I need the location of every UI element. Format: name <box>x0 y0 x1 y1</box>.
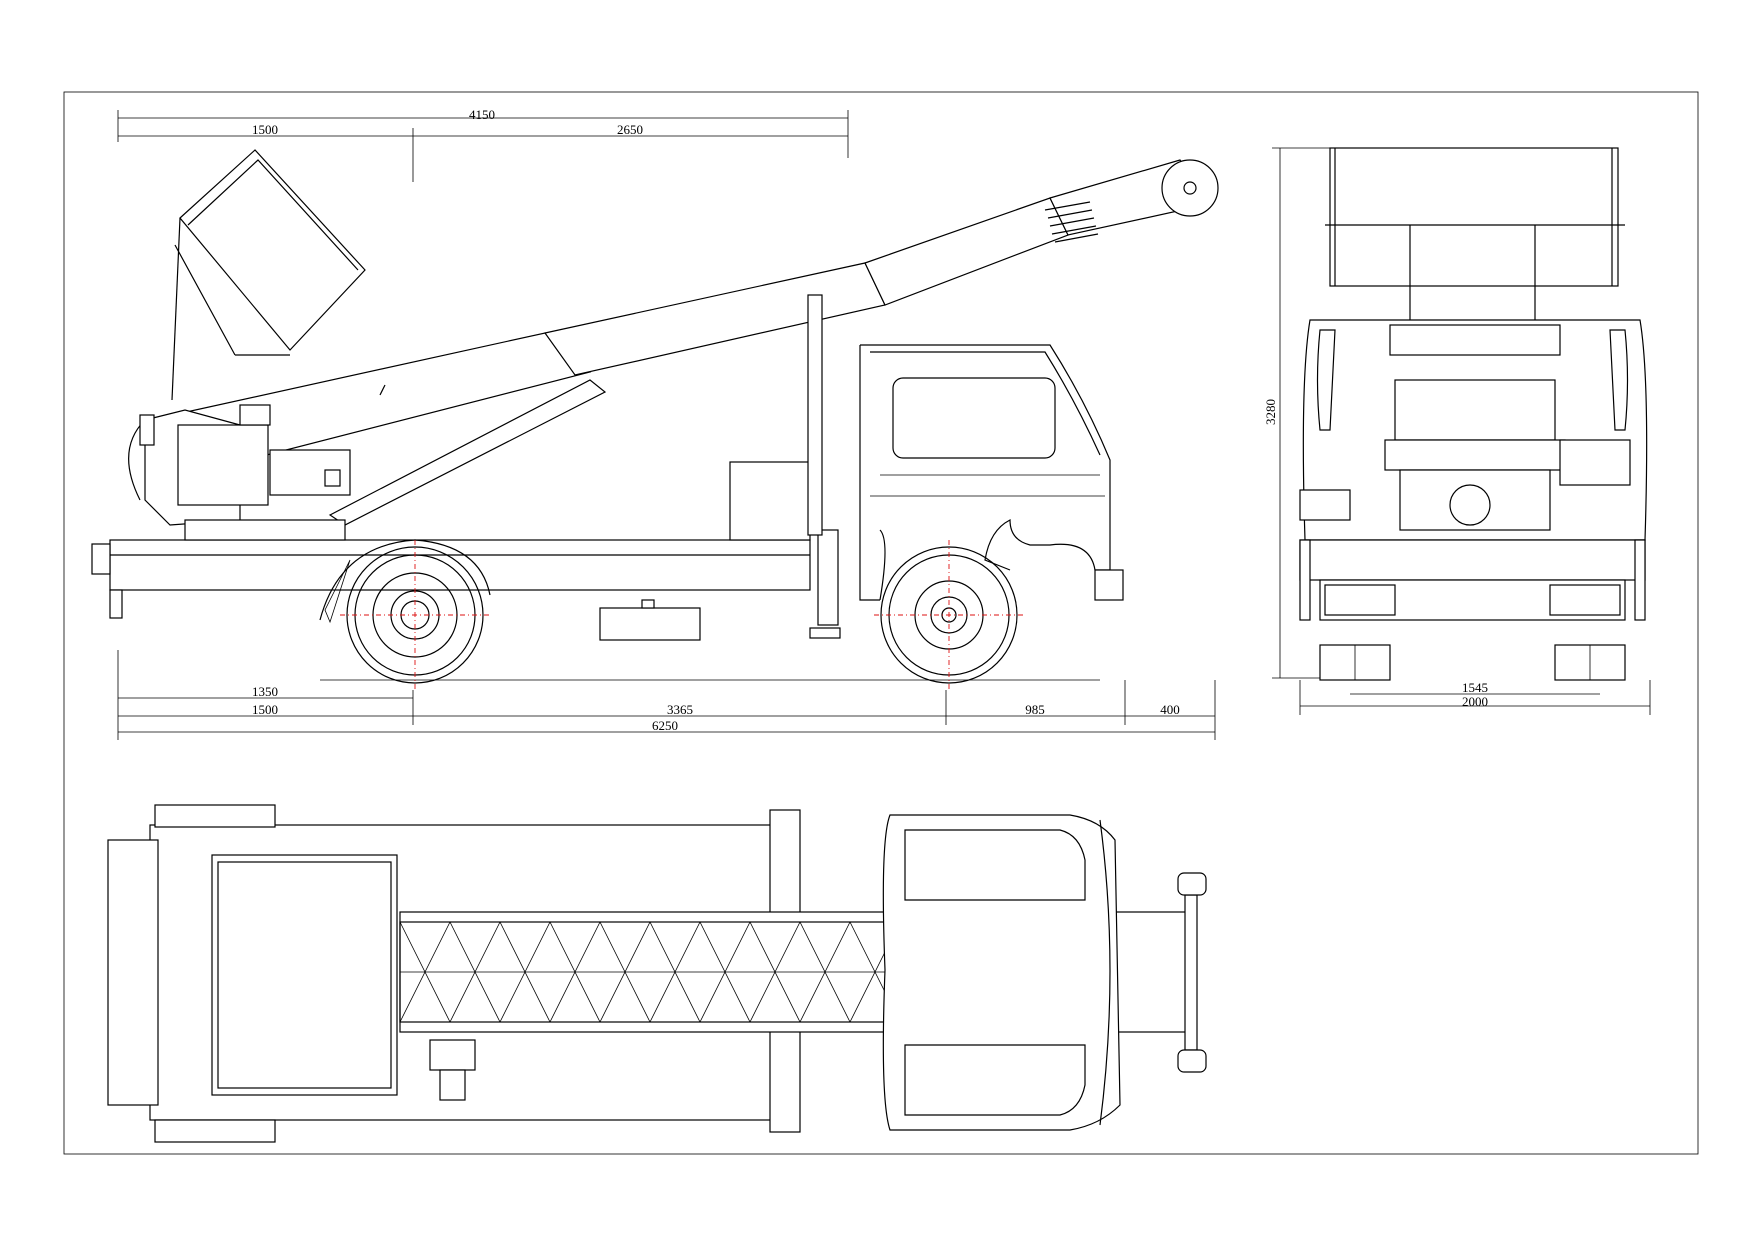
turntable <box>128 404 351 541</box>
dim-4150: 4150 <box>469 107 495 122</box>
dim-1500-bottom: 1500 <box>252 702 278 717</box>
dim-985: 985 <box>1025 702 1045 717</box>
front-basket <box>1329 147 1619 287</box>
dim-1500-top: 1500 <box>252 122 278 137</box>
front-wheel <box>874 540 1024 690</box>
top-view <box>107 804 1207 1143</box>
dim-6250: 6250 <box>652 718 678 733</box>
drawing-frame <box>63 91 1699 1155</box>
dim-1545: 1545 <box>1462 680 1488 695</box>
side-view: 4150 1500 2650 <box>91 107 1219 740</box>
bottom-dimensions: 1350 1500 3365 985 400 6250 <box>117 650 1216 740</box>
dim-1350: 1350 <box>252 684 278 699</box>
dim-400: 400 <box>1160 702 1180 717</box>
rear-wheel <box>340 540 490 690</box>
front-view: 3280 1545 20 <box>1263 147 1651 715</box>
basket <box>171 149 366 401</box>
dim-3365: 3365 <box>667 702 693 717</box>
chassis <box>91 461 841 641</box>
top-cab <box>882 814 1121 1131</box>
dim-3280: 3280 <box>1263 399 1278 425</box>
dim-2000: 2000 <box>1462 694 1488 709</box>
cab <box>859 344 1124 601</box>
top-dimensions: 4150 1500 2650 <box>117 107 849 182</box>
dim-2650: 2650 <box>617 122 643 137</box>
top-basket <box>211 854 398 1096</box>
